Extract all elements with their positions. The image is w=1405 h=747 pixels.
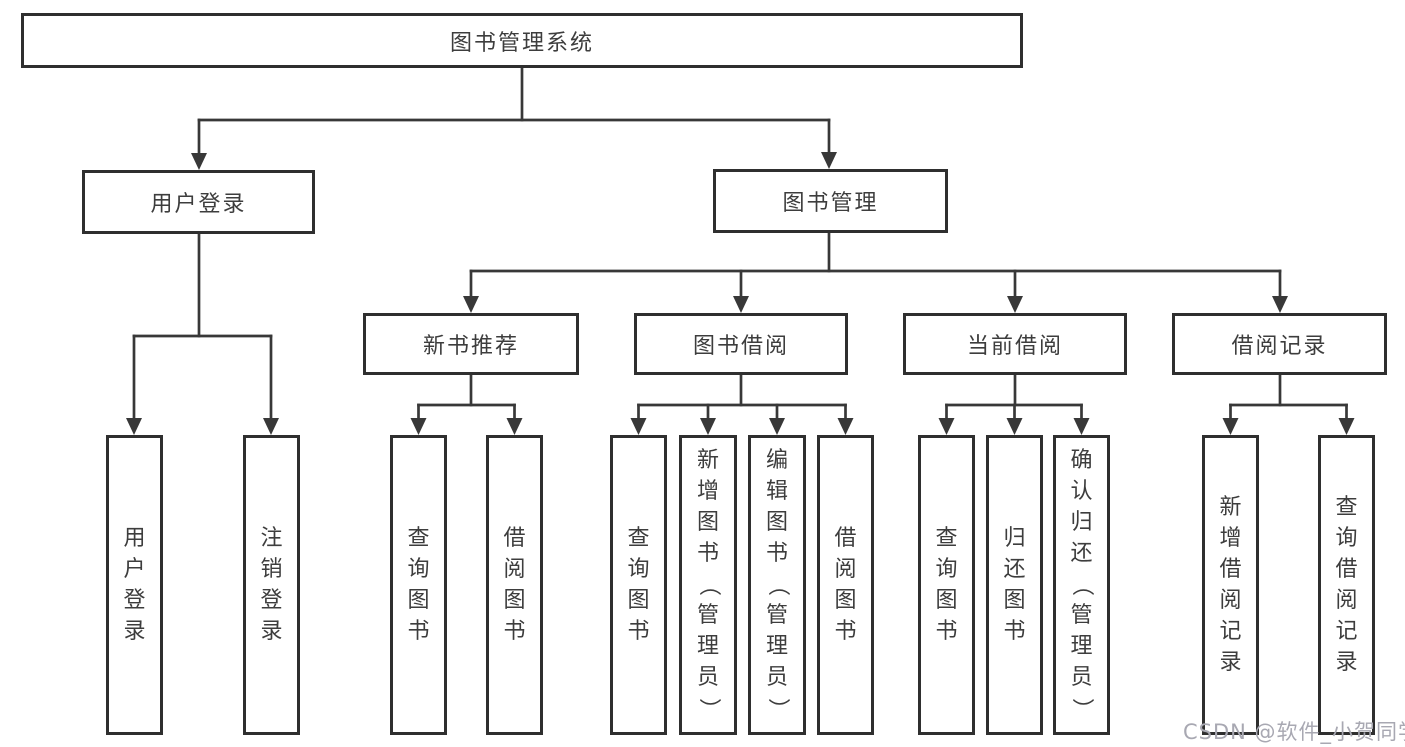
leaf-user-login: 用户登录 bbox=[106, 435, 163, 735]
node-new-book-recommendation: 新书推荐 bbox=[363, 313, 579, 375]
leaf-query-books-current-label: 查询图书 bbox=[935, 525, 958, 644]
leaf-query-books-borrowing-label: 查询图书 bbox=[627, 525, 650, 644]
leaf-return-books-label: 归还图书 bbox=[1003, 525, 1026, 644]
leaf-borrow-books-recommend-label: 借阅图书 bbox=[503, 525, 526, 644]
leaf-borrow-books-label: 借阅图书 bbox=[834, 525, 857, 644]
node-book-borrowing: 图书借阅 bbox=[634, 313, 848, 375]
leaf-query-books-recommend-label: 查询图书 bbox=[407, 525, 430, 644]
node-root: 图书管理系统 bbox=[21, 13, 1023, 68]
watermark: CSDN @软件_小贺同学 bbox=[1183, 720, 1405, 744]
leaf-add-books-admin-label: 新增图书（管理员） bbox=[695, 448, 721, 721]
leaf-edit-books-admin-label: 编辑图书（管理员） bbox=[764, 448, 790, 721]
leaf-borrow-books: 借阅图书 bbox=[817, 435, 874, 735]
node-current-borrowing: 当前借阅 bbox=[903, 313, 1127, 375]
leaf-add-borrow-record-label: 新增借阅记录 bbox=[1219, 494, 1242, 675]
node-user-login: 用户登录 bbox=[82, 170, 315, 234]
node-book-management-label: 图书管理 bbox=[782, 191, 879, 216]
node-root-label: 图书管理系统 bbox=[449, 30, 594, 56]
leaf-confirm-return-admin-label: 确认归还（管理员） bbox=[1069, 448, 1095, 721]
node-current-borrowing-label: 当前借阅 bbox=[966, 334, 1063, 359]
leaf-logout-label: 注销登录 bbox=[260, 525, 283, 644]
node-user-login-label: 用户登录 bbox=[150, 192, 247, 217]
leaf-user-login-label: 用户登录 bbox=[123, 525, 146, 644]
leaf-query-borrow-record: 查询借阅记录 bbox=[1318, 435, 1375, 735]
leaf-confirm-return-admin: 确认归还（管理员） bbox=[1053, 435, 1110, 735]
leaf-query-books-borrowing: 查询图书 bbox=[610, 435, 667, 735]
node-new-book-recommendation-label: 新书推荐 bbox=[422, 334, 519, 359]
leaf-borrow-books-recommend: 借阅图书 bbox=[486, 435, 543, 735]
node-borrowing-records: 借阅记录 bbox=[1172, 313, 1387, 375]
leaf-add-borrow-record: 新增借阅记录 bbox=[1202, 435, 1259, 735]
node-borrowing-records-label: 借阅记录 bbox=[1231, 334, 1328, 359]
leaf-edit-books-admin: 编辑图书（管理员） bbox=[748, 435, 806, 735]
leaf-query-borrow-record-label: 查询借阅记录 bbox=[1335, 494, 1358, 675]
leaf-query-books-recommend: 查询图书 bbox=[390, 435, 447, 735]
leaf-logout: 注销登录 bbox=[243, 435, 300, 735]
leaf-return-books: 归还图书 bbox=[986, 435, 1043, 735]
node-book-borrowing-label: 图书借阅 bbox=[692, 334, 789, 359]
node-book-management: 图书管理 bbox=[713, 169, 948, 233]
leaf-query-books-current: 查询图书 bbox=[918, 435, 975, 735]
leaf-add-books-admin: 新增图书（管理员） bbox=[679, 435, 737, 735]
